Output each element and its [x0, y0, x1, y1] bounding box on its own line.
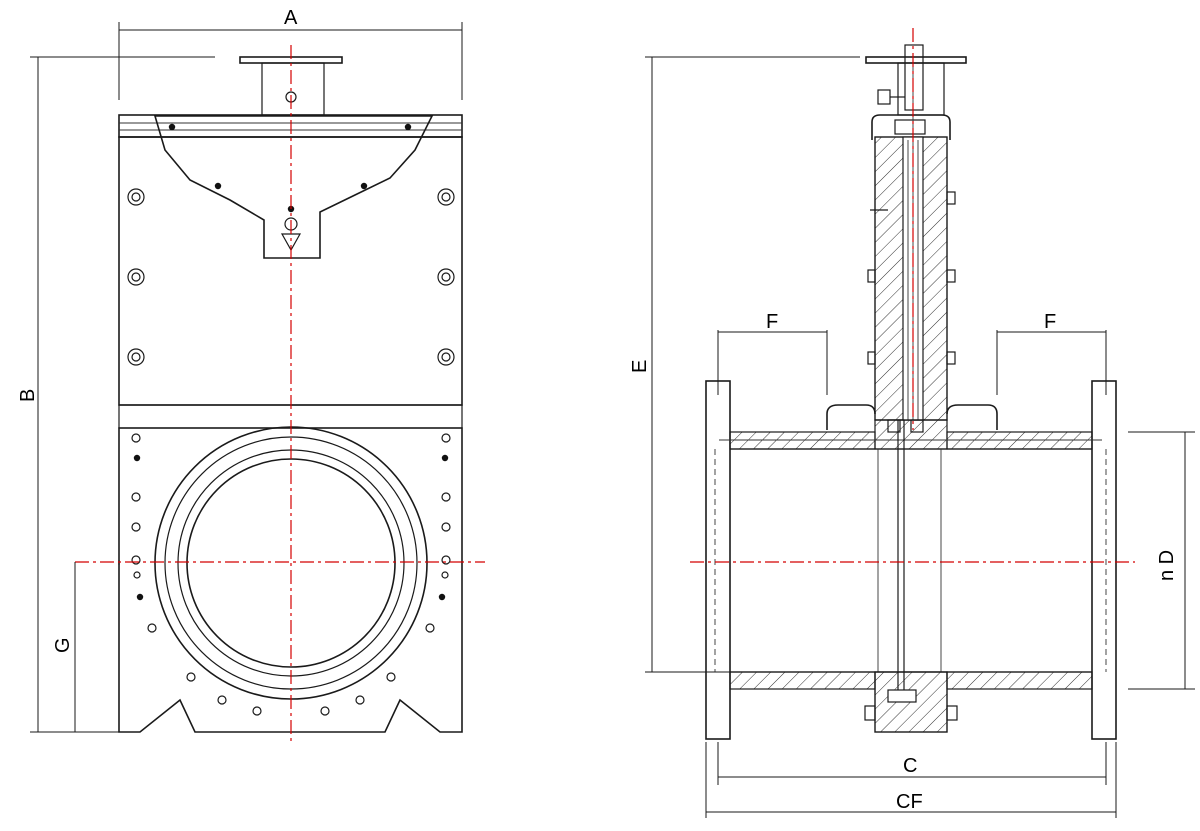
dimension-C: C — [717, 742, 1107, 785]
left-lifting-lug — [826, 404, 876, 430]
label-nD: n D — [1156, 550, 1178, 581]
label-F-left: F — [766, 311, 778, 333]
side-top-plate — [865, 56, 967, 64]
left-flange — [705, 380, 731, 740]
gate-blade — [897, 419, 905, 699]
label-F-right: F — [1044, 311, 1056, 333]
yoke-bracket — [153, 115, 434, 259]
label-C: C — [903, 755, 917, 777]
label-B: B — [17, 389, 39, 402]
dimension-nD: n D — [1128, 431, 1195, 690]
right-lifting-lug — [946, 404, 998, 430]
dimension-CF: CF — [705, 742, 1117, 818]
stem-yoke — [261, 62, 325, 116]
label-CF: CF — [896, 791, 923, 813]
front-view: A B G — [17, 7, 485, 745]
right-flange — [1091, 380, 1117, 740]
dimension-A: A — [118, 7, 463, 100]
body-bolt-holes — [131, 433, 451, 716]
label-G: G — [52, 637, 74, 653]
dimension-F-right: F — [996, 311, 1107, 395]
upper-pipe-wall — [729, 431, 876, 450]
label-A: A — [284, 7, 298, 29]
bonnet-bolts — [127, 188, 455, 366]
dimension-E: E — [629, 56, 860, 673]
valve-body — [118, 427, 463, 733]
label-E: E — [629, 360, 651, 373]
dimension-F-left: F — [717, 311, 828, 395]
dimension-G: G — [52, 562, 105, 733]
side-view: E F F n D C — [629, 28, 1195, 818]
lower-pipe-wall — [729, 671, 876, 690]
